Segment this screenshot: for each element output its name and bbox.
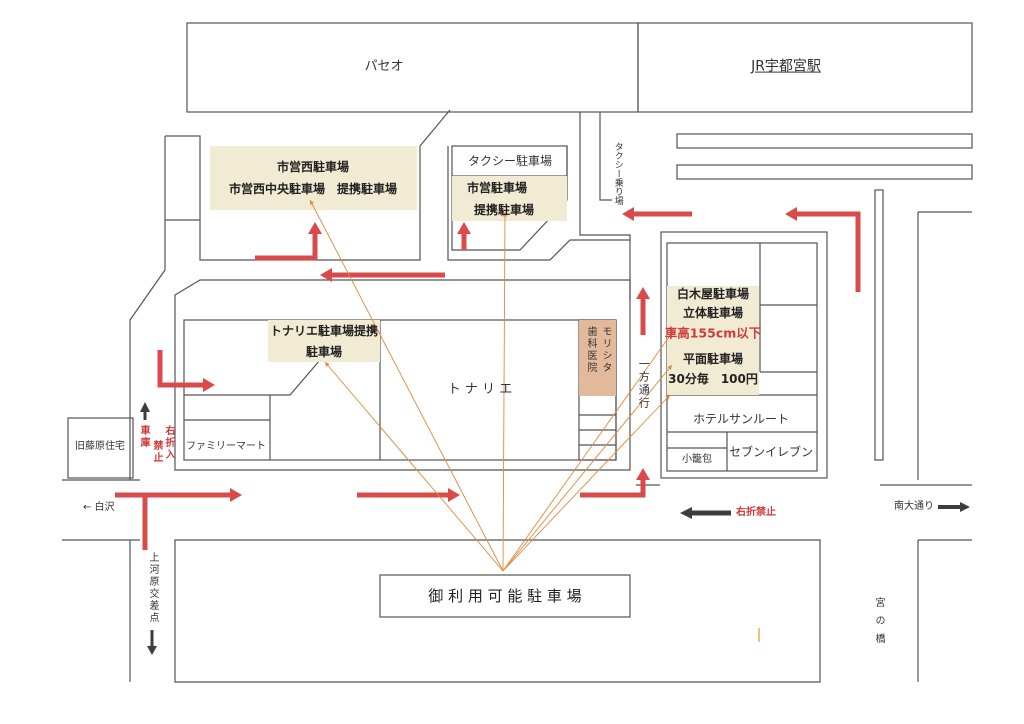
right-turn-entry-label: 右折入 [163,425,174,461]
family-mart-label: ファミリーマート [186,441,266,452]
road-divider [874,189,884,461]
tonarie-building [183,319,617,461]
tonarie-lot-fill [268,320,380,362]
jr-station-building [637,22,973,113]
pointer-lines [309,199,675,572]
north-arrow-icon [140,402,150,412]
miyanohashi-label: 宮の橋 [873,597,884,651]
south-arrow-icon [147,646,157,655]
shiei-nishi-lot-fill [210,146,417,210]
shiei-parking-label: 市営駐車場 [466,180,528,195]
dental-fill [579,320,616,396]
xiaolongbao-label: 小籠包 [682,454,712,465]
direction-arrows [140,402,970,655]
shiraki-lot-fill [667,286,759,395]
no-entry-label: 禁止 [151,440,162,464]
dental-type-label: 歯科医院 [585,326,596,374]
hotel-block [660,231,828,479]
tonarie-parking-label: トナリエ駐車場提携 [269,323,379,338]
flat-parking-label: 平面駐車場 [682,351,744,366]
paseo-label: パセオ [364,59,404,75]
old-fujiwara-label: 旧藤原住宅 [75,441,125,452]
shiei-nishi-chuo-parking-label: 市営西中央駐車場 提携駐車場 [228,181,398,196]
shiei-lot-fill [452,176,567,221]
available-parking-box [379,574,631,618]
tonarie-label: ト ナ リ エ [447,382,513,398]
shiei-nishi-parking-label: 市営西駐車場 [276,159,350,174]
minami-odori-label: 南大通り [894,501,934,512]
taxi-parking-label: タクシー駐車場 [467,153,553,168]
available-parking-title: 御 利 用 可 能 駐 車 場 [428,587,582,605]
seven-eleven-label: セブンイレブン [728,444,814,459]
building-outlines [62,22,973,683]
platform-2 [676,164,973,180]
parking-rate-label: 30分毎 100円 [668,371,758,386]
garage-label: 車庫 [138,425,149,449]
multistory-parking-label: 立体駐車場 [682,305,744,320]
taxi-stand-label: タクシー乗り場 [612,142,623,205]
shiraki-parking-label: 白木屋駐車場 [676,286,750,301]
paseo-building [186,22,639,113]
parking-fills [210,146,759,395]
one-way-label: 一方通行 [637,358,651,410]
old-fujiwara-house [67,417,134,479]
partner-parking-label: 提携駐車場 [473,202,535,217]
tonarie-parking-label-2: 駐車場 [305,344,343,359]
kamikawara-label: 上河原交差点 [147,552,158,624]
hotel-label: ホテルサンルート [692,411,790,426]
platform-1 [676,133,973,149]
west-arrow-icon [680,507,692,519]
shirasawa-label: ← 白沢 [83,502,115,513]
jr-station-label: JR宇都宮駅 [751,58,821,75]
east-arrow-icon [960,502,970,512]
dental-name-label: モリシタ [600,326,611,374]
height-limit-label: 車高155cm以下 [664,325,762,341]
no-right-turn-label: 右折禁止 [736,507,776,518]
